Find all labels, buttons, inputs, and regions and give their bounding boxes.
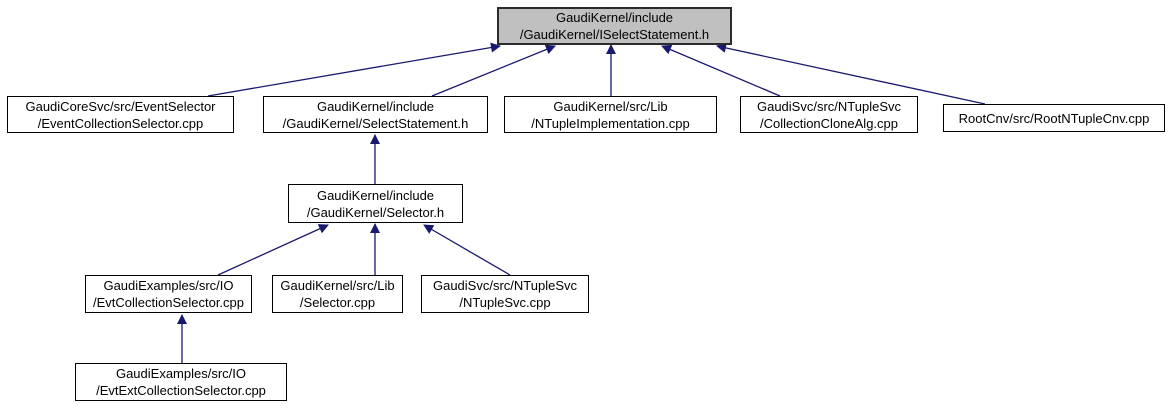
- graph-node-iselectstatement-h: GaudiKernel/include /GaudiKernel/ISelect…: [497, 7, 732, 45]
- graph-node-selectstatement-h[interactable]: GaudiKernel/include /GaudiKernel/SelectS…: [263, 96, 488, 133]
- edge-rootntuplecnv-cpp-to-iselectstatement-h: [716, 43, 986, 105]
- graph-node-rootntuplecnv-cpp[interactable]: RootCnv/src/RootNTupleCnv.cpp: [943, 104, 1165, 132]
- graph-node-evtextcollectionselector-cpp[interactable]: GaudiExamples/src/IO /EvtExtCollectionSe…: [75, 363, 287, 401]
- edge-ntuplesvc-cpp-to-selector-h: [423, 224, 511, 276]
- edge-selectstatement-h-to-iselectstatement-h: [431, 44, 556, 97]
- edge-lines: [177, 42, 986, 363]
- edge-evtcollectionselector-cpp-to-selector-h: [217, 224, 329, 276]
- graph-node-eventcollectionselector-cpp[interactable]: GaudiCoreSvc/src/EventSelector /EventCol…: [7, 96, 234, 133]
- graph-node-evtcollectionselector-cpp[interactable]: GaudiExamples/src/IO /EvtCollectionSelec…: [85, 275, 252, 313]
- graph-node-ntuplesvc-cpp[interactable]: GaudiSvc/src/NTupleSvc /NTupleSvc.cpp: [421, 275, 589, 313]
- edge-collectionclonealg-cpp-to-iselectstatement-h: [661, 44, 781, 97]
- graph-node-ntupleimplementation-cpp[interactable]: GaudiKernel/src/Lib /NTupleImplementatio…: [504, 96, 717, 133]
- graph-node-selector-cpp[interactable]: GaudiKernel/src/Lib /Selector.cpp: [272, 275, 403, 313]
- graph-node-collectionclonealg-cpp[interactable]: GaudiSvc/src/NTupleSvc /CollectionCloneA…: [740, 96, 918, 133]
- graph-node-selector-h[interactable]: GaudiKernel/include /GaudiKernel/Selecto…: [288, 184, 463, 223]
- edge-eventcollectionselector-cpp-to-iselectstatement-h: [207, 42, 501, 97]
